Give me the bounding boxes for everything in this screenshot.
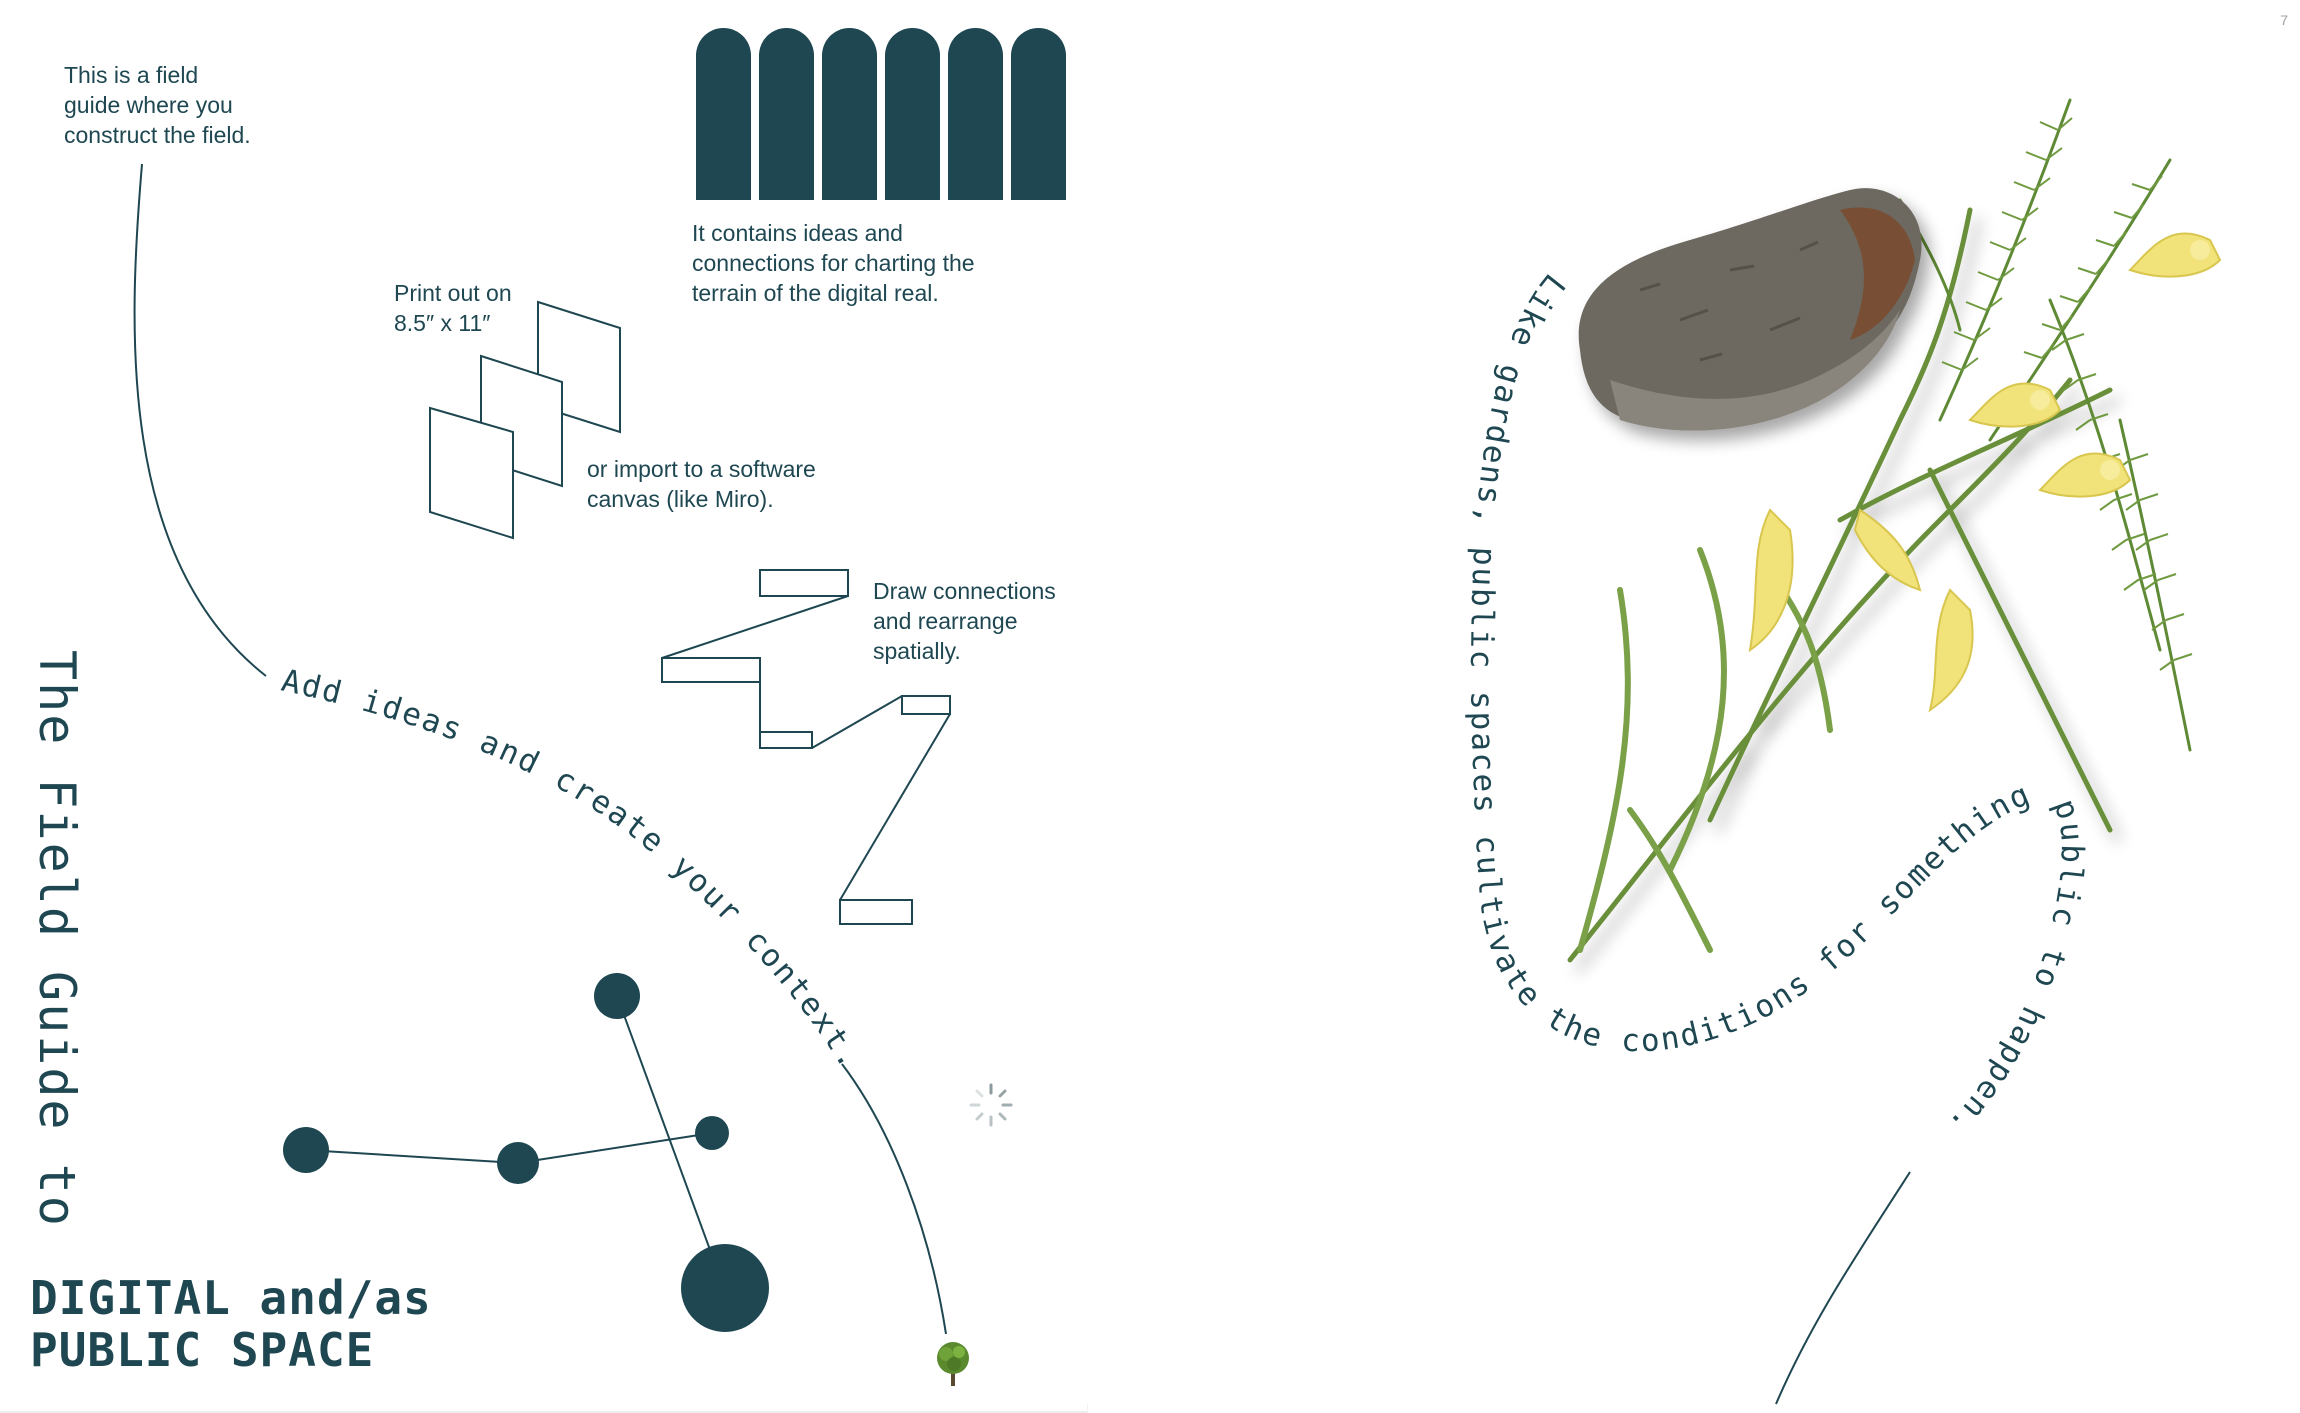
arch-shape — [1011, 28, 1066, 200]
title-line-2: PUBLIC SPACE — [30, 1323, 375, 1377]
add-ideas-curved-text: Add ideas and create your context. — [278, 663, 868, 1076]
right-page: 7 — [1087, 0, 2300, 1404]
arch-shape — [948, 28, 1003, 200]
print-note: Print out on 8.5″ x 11″ — [394, 280, 512, 336]
right-curve — [1775, 1171, 1911, 1405]
page-number: 7 — [2280, 12, 2288, 28]
arch-shape — [885, 28, 940, 200]
guide-curve — [133, 163, 267, 677]
arch-shape — [759, 28, 814, 200]
draw-connections-note: Draw connections and rearrange spatially… — [873, 578, 1056, 664]
import-note: or import to a software canvas (like Mir… — [587, 456, 816, 512]
contains-note: It contains ideas and connections for ch… — [692, 220, 975, 306]
node-network-graphic — [283, 973, 769, 1332]
vertical-title: The Field Guide to — [28, 650, 86, 1228]
zigzag-graphic — [661, 569, 951, 925]
arch-shape — [822, 28, 877, 200]
arch-shape — [696, 28, 751, 200]
paper-sheets-graphic — [429, 300, 621, 540]
tree-icon — [937, 1342, 969, 1386]
title-line-1: DIGITAL and/as — [30, 1271, 432, 1325]
left-page — [0, 0, 1088, 1413]
loading-spinner-icon — [969, 1083, 1013, 1127]
tree-curve — [841, 1063, 947, 1335]
arches-graphic — [696, 28, 1066, 200]
rock-and-plant-illustration — [1567, 98, 2222, 963]
intro-note: This is a field guide where you construc… — [64, 62, 251, 148]
